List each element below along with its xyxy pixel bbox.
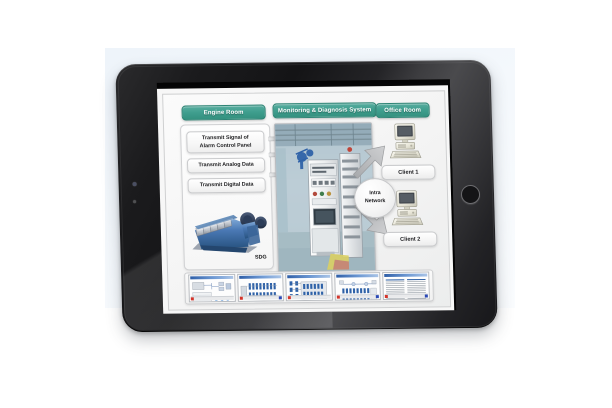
desktop-computer-icon-client-1 bbox=[389, 123, 422, 159]
thumbnail-statusbar bbox=[239, 295, 283, 300]
home-button[interactable] bbox=[460, 184, 481, 205]
thumbnail-alarm-panel-mimic[interactable] bbox=[236, 273, 285, 302]
status-indicator-red bbox=[385, 294, 389, 299]
desktop-computer-icon-client-2 bbox=[391, 190, 424, 226]
diesel-engine-icon bbox=[192, 212, 267, 253]
thumbnail-statusbar bbox=[385, 293, 428, 299]
thumbnail-titlebar bbox=[287, 274, 331, 279]
section-header-engine-room: Engine Room bbox=[181, 104, 266, 121]
status-indicator-red bbox=[287, 296, 292, 300]
thumbnail-titlebar bbox=[190, 275, 233, 280]
thumbnail-distribution-board-mimic[interactable] bbox=[285, 272, 333, 302]
status-indicator-blue bbox=[424, 294, 428, 298]
arrow-to-client-1 bbox=[352, 145, 386, 179]
status-indicator-blue bbox=[376, 295, 380, 299]
status-indicator-blue bbox=[278, 296, 283, 300]
data-box-analog-data: Transmit Analog Data bbox=[186, 157, 266, 174]
screenshot-thumbnail-strip bbox=[184, 269, 434, 305]
thumbnail-titlebar bbox=[335, 274, 379, 278]
data-box-digital-data: Transmit Digital Data bbox=[187, 177, 266, 194]
client-label-1: Client 1 bbox=[381, 164, 436, 181]
status-indicator-red bbox=[239, 296, 243, 300]
thumbnail-statusbar bbox=[287, 294, 331, 300]
intra-network-line1: Intra bbox=[369, 190, 381, 197]
section-header-office-room: Office Room bbox=[375, 102, 430, 119]
tablet-screen[interactable]: Engine Room Monitoring & Diagnosis Syste… bbox=[156, 85, 455, 314]
intra-network-line2: Network bbox=[364, 198, 386, 205]
system-diagram: Engine Room Monitoring & Diagnosis Syste… bbox=[162, 90, 452, 311]
thumbnail-statusbar bbox=[336, 294, 380, 299]
front-camera-icon bbox=[132, 182, 137, 187]
thumbnail-titlebar bbox=[238, 275, 282, 279]
tablet-device: Engine Room Monitoring & Diagnosis Syste… bbox=[115, 59, 498, 333]
switchgear-control-cabinet-photo bbox=[273, 122, 377, 274]
thumbnail-alarm-list-table[interactable] bbox=[382, 271, 430, 301]
client-label-2: Client 2 bbox=[383, 231, 438, 248]
ambient-sensor-icon bbox=[133, 200, 137, 204]
engine-label-sdg: SDG bbox=[254, 254, 267, 261]
section-header-monitoring-system: Monitoring & Diagnosis System bbox=[272, 102, 377, 119]
status-indicator-red bbox=[336, 295, 340, 299]
thumbnail-titlebar bbox=[384, 273, 428, 278]
status-indicator-red bbox=[190, 297, 194, 301]
thumbnail-statusbar bbox=[190, 295, 234, 301]
thumbnail-engine-overview-mimic[interactable] bbox=[188, 273, 236, 303]
thumbnail-switchboard-layout-mimic[interactable] bbox=[333, 272, 382, 301]
